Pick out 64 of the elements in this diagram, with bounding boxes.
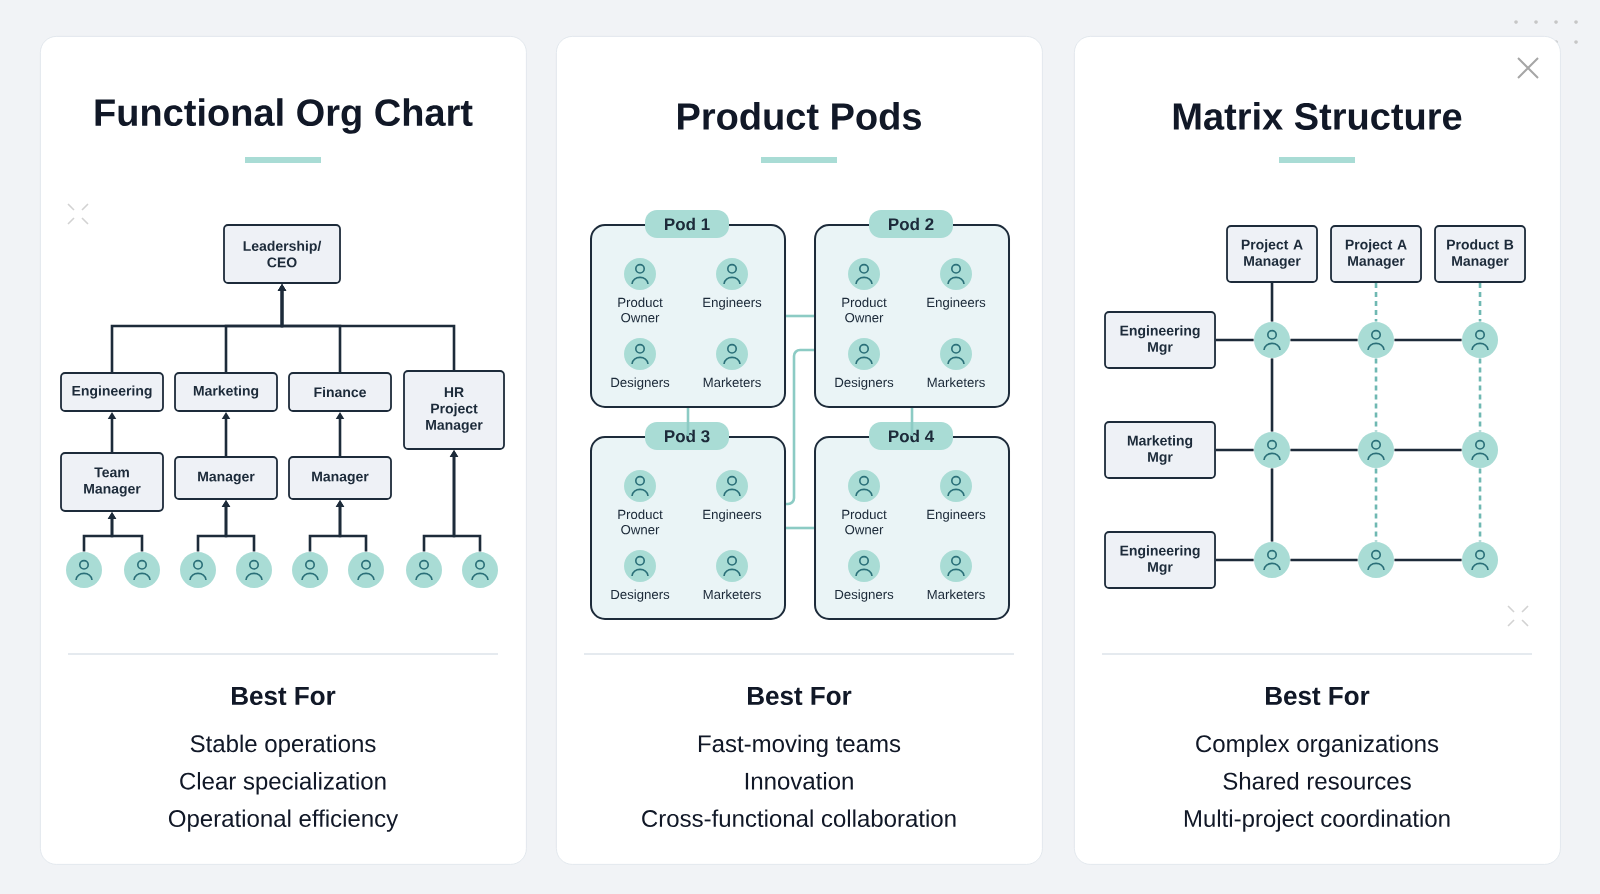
connector (1290, 338, 1358, 342)
benefit-text: Complex organizations (1196, 734, 1439, 757)
connector (785, 348, 814, 506)
connector (1215, 338, 1254, 342)
benefit-text: Fast-moving teams (698, 734, 901, 757)
connector (1215, 558, 1254, 562)
connector (335, 500, 368, 552)
person-icon (236, 552, 272, 588)
benefit-text: Operational efficiency (168, 809, 399, 832)
benefit-text: Shared resources (1223, 772, 1411, 790)
connector (1270, 282, 1274, 322)
benefit-text: Clear specialization (180, 772, 386, 795)
connector (1394, 338, 1462, 342)
card-title: Functional Org Chart (95, 98, 473, 134)
person-icon (1358, 322, 1394, 358)
best-for-heading: Best For (1266, 686, 1370, 706)
pod-label: Pod 3 (645, 422, 729, 450)
connector (107, 512, 144, 552)
connector (449, 450, 482, 552)
person-icon (66, 552, 102, 588)
person-icon (124, 552, 160, 588)
person-icon (1462, 322, 1498, 358)
benefit-text: Multi-project coordination (1184, 809, 1450, 832)
connector (686, 408, 690, 436)
connector (1270, 358, 1274, 432)
connector (1374, 282, 1378, 322)
pod-label: Pod 2 (869, 210, 953, 238)
person-icon (462, 552, 498, 588)
best-for-heading: Best For (232, 686, 336, 706)
connector (786, 314, 814, 318)
connector (221, 500, 256, 552)
person-icon (348, 552, 384, 588)
connector (1290, 448, 1358, 452)
connector (1394, 448, 1462, 452)
connector (1478, 468, 1482, 542)
benefit-text: Cross-functional collaboration (642, 809, 956, 828)
person-icon (406, 552, 442, 588)
person-icon (180, 552, 216, 588)
person-icon (1254, 322, 1290, 358)
connector (1374, 468, 1378, 542)
person-icon (1358, 542, 1394, 578)
card-title: Matrix Structure (1173, 102, 1462, 130)
connector (1394, 558, 1462, 562)
benefit-text: Stable operations (190, 734, 376, 757)
connector (910, 408, 914, 436)
connector (277, 284, 456, 371)
person-icon (1254, 432, 1290, 468)
person-icon (1462, 432, 1498, 468)
card-title: Product Pods (678, 102, 921, 130)
benefit-text: Innovation (745, 772, 853, 790)
person-icon (292, 552, 328, 588)
connector (1478, 282, 1482, 322)
connector (786, 526, 814, 530)
connector (1374, 358, 1378, 432)
pod-label: Pod 4 (869, 422, 953, 450)
connector (1290, 558, 1358, 562)
pod-label: Pod 1 (645, 210, 729, 238)
connector (1478, 358, 1482, 432)
connector (1270, 468, 1274, 542)
person-icon (1462, 542, 1498, 578)
best-for-heading: Best For (748, 686, 852, 706)
person-icon (1358, 432, 1394, 468)
person-icon (1254, 542, 1290, 578)
connector (1215, 448, 1254, 452)
